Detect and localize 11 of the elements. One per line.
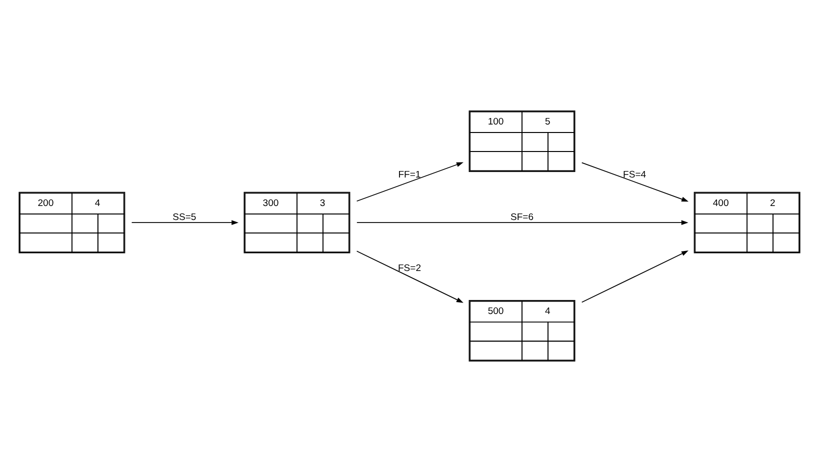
arrow [356, 162, 464, 202]
arrow [581, 250, 688, 302]
arrow [356, 250, 464, 302]
arrow [581, 162, 689, 202]
edge-label: FF=1 [398, 168, 421, 180]
edge-label: SF=6 [510, 211, 534, 222]
arrow [131, 220, 238, 224]
edge-label: FS=2 [398, 262, 422, 274]
edge-label: SS=5 [172, 211, 196, 222]
edge-label: FS=4 [623, 168, 646, 180]
arrow [356, 220, 688, 224]
